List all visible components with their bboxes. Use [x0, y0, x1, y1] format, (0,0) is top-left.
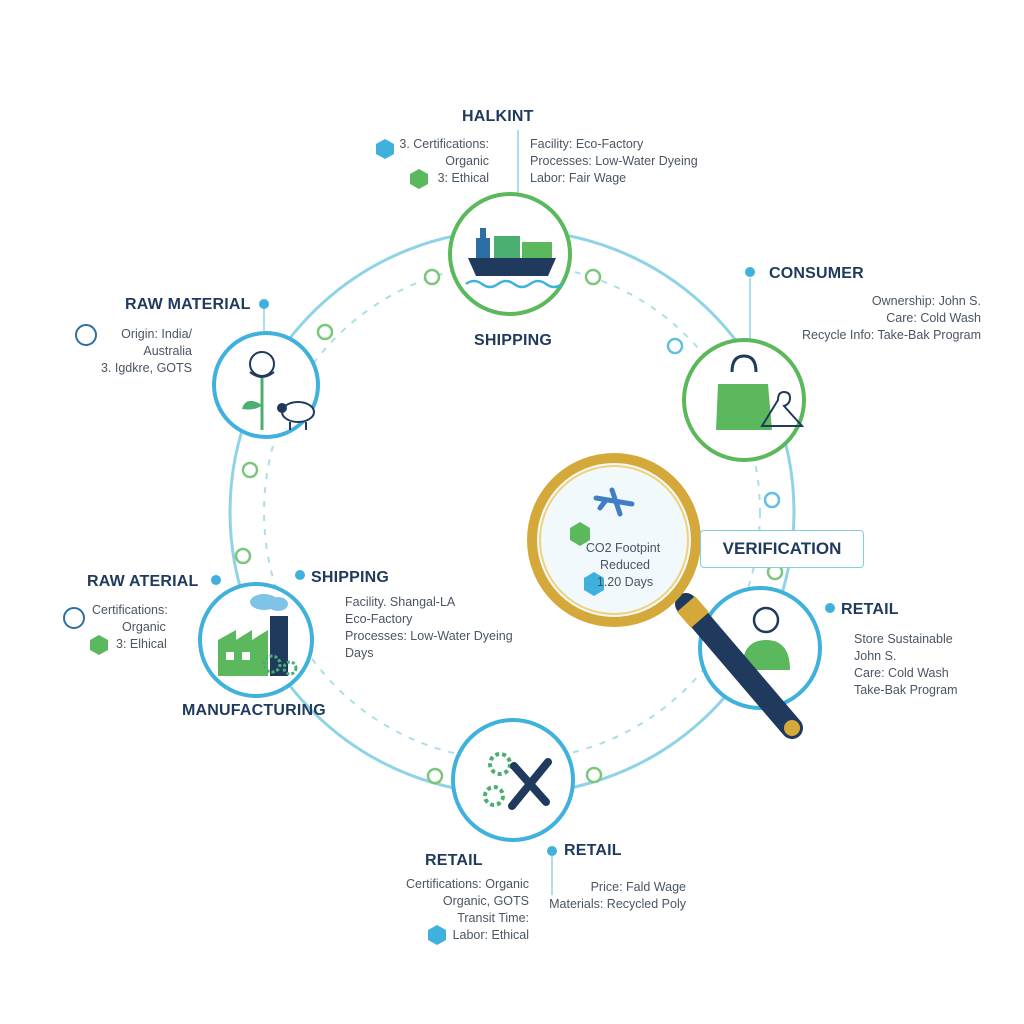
- plane-icon: [593, 487, 635, 517]
- detail-line: Materials: Recycled Poly: [549, 897, 686, 911]
- retail-bottom-right-title: RETAIL: [564, 842, 622, 859]
- gears-plane-icon: [483, 752, 552, 810]
- ring-dot: [666, 337, 684, 355]
- shipping-mid-details: Facility. Shangal-LA Eco-Factory Process…: [345, 594, 513, 662]
- ring-dot: [426, 767, 444, 785]
- shipping-mid-title: SHIPPING: [311, 569, 390, 586]
- detail-line: 3: Elhical: [116, 637, 167, 651]
- detail-line: Reduced: [599, 558, 651, 572]
- raw-material-details: Origin: India/ Australia 3. Igdkre, GOTS: [101, 326, 192, 377]
- verification-title: VERIFICATION: [722, 539, 842, 558]
- side-icons: [63, 139, 446, 945]
- detail-line: 1.20 Days: [596, 575, 654, 589]
- ring-dot: [763, 491, 781, 509]
- detail-line: Eco-Factory: [345, 612, 413, 626]
- inner-dashed-ring: [263, 263, 761, 761]
- leaf-hex-icon: [376, 139, 394, 159]
- top-left-details: 3. Certifications: Organic 3: Ethical: [399, 136, 489, 187]
- ring-dot: [585, 766, 603, 784]
- raw-material-title: RAW MATERIAL: [125, 296, 251, 313]
- raw-aterial-title: RAW ATERIAL: [87, 573, 199, 590]
- shipping-node-label: SHIPPING: [474, 332, 553, 349]
- detail-line: John S.: [854, 649, 897, 663]
- globe-icon: [75, 324, 97, 346]
- cargo-ship-icon: [465, 228, 563, 289]
- detail-line: Origin: India/: [121, 327, 192, 341]
- ring-dot: [316, 323, 334, 341]
- node-shipping: [448, 192, 572, 316]
- detail-line: Facility. Shangal-LA: [345, 595, 456, 609]
- magnifying-glass-icon: [527, 453, 803, 739]
- detail-line: 3. Certifications:: [399, 137, 489, 151]
- detail-line: Care: Cold Wash: [854, 666, 949, 680]
- person-icon: [742, 606, 790, 670]
- lens-details: CO2 Footpint Reduced 1.20 Days: [586, 540, 663, 591]
- detail-line: Certifications: Organic: [406, 877, 529, 891]
- detail-line: Take-Bak Program: [854, 683, 958, 697]
- chart-hex-icon: [428, 925, 446, 945]
- top-title: HALKINT: [462, 108, 534, 125]
- detail-line: Facility: Eco-Factory: [530, 137, 644, 151]
- cotton-sheep-icon: [242, 351, 315, 430]
- ring-dots: [234, 268, 784, 785]
- detail-line: Days: [345, 646, 374, 660]
- top-right-details: Facility: Eco-Factory Processes: Low-Wat…: [530, 136, 698, 187]
- detail-line: Ownership: John S.: [871, 294, 981, 308]
- retail-bottom-right-details: Price: Fald Wage Materials: Recycled Pol…: [549, 879, 686, 913]
- node-raw-material: [212, 331, 320, 439]
- detail-line: Organic, GOTS: [442, 894, 529, 908]
- detail-line: Care: Cold Wash: [886, 311, 981, 325]
- consumer-details: Ownership: John S. Care: Cold Wash Recyc…: [802, 293, 981, 344]
- connector-dots: [211, 267, 835, 856]
- detail-line: Processes: Low-Water Dyeing: [345, 629, 513, 643]
- ring-dot: [234, 547, 252, 565]
- shopping-bag-hanger-icon: [716, 354, 805, 430]
- retail-right-title: RETAIL: [841, 601, 899, 618]
- detail-line: CO2 Footpint: [585, 541, 661, 555]
- detail-line: Certifications:: [92, 603, 168, 617]
- node-retail: [698, 586, 822, 710]
- node-consumer: [682, 338, 806, 462]
- node-transit: [451, 718, 575, 842]
- detail-line: Processes: Low-Water Dyeing: [530, 154, 698, 168]
- detail-line: Labor: Ethical: [452, 928, 529, 942]
- detail-line: 3. Igdkre, GOTS: [100, 361, 192, 375]
- detail-line: Labor: Fair Wage: [530, 171, 627, 185]
- detail-line: 3: Ethical: [437, 171, 489, 185]
- verification-box: VERIFICATION: [700, 530, 864, 568]
- globe-icon: [63, 607, 85, 629]
- leaf-hex-icon: [410, 169, 428, 189]
- detail-line: Australia: [143, 344, 192, 358]
- thumb-hex-icon: [584, 572, 604, 596]
- ring-dot: [241, 461, 259, 479]
- retail-right-details: Store Sustainable John S. Care: Cold Was…: [854, 631, 958, 699]
- retail-bottom-left-title: RETAIL: [425, 852, 483, 869]
- detail-line: Recycle Info: Take-Bak Program: [801, 328, 981, 342]
- manufacturing-label: MANUFACTURING: [182, 702, 326, 719]
- raw-aterial-details: Certifications: Organic 3: Elhical: [92, 602, 168, 653]
- detail-line: Organic: [445, 154, 489, 168]
- retail-bottom-left-details: Certifications: Organic Organic, GOTS Tr…: [406, 876, 529, 944]
- leaf-hex-icon: [570, 522, 590, 546]
- ring-dot: [423, 268, 441, 286]
- detail-line: Store Sustainable: [854, 632, 953, 646]
- factory-gears-icon: [218, 594, 298, 676]
- detail-line: Price: Fald Wage: [590, 880, 686, 894]
- leaf-hex-icon: [90, 635, 108, 655]
- ring-dot: [584, 268, 602, 286]
- consumer-title: CONSUMER: [769, 265, 864, 282]
- detail-line: Transit Time:: [457, 911, 529, 925]
- detail-line: Organic: [122, 620, 166, 634]
- node-manufacturing: [198, 582, 314, 698]
